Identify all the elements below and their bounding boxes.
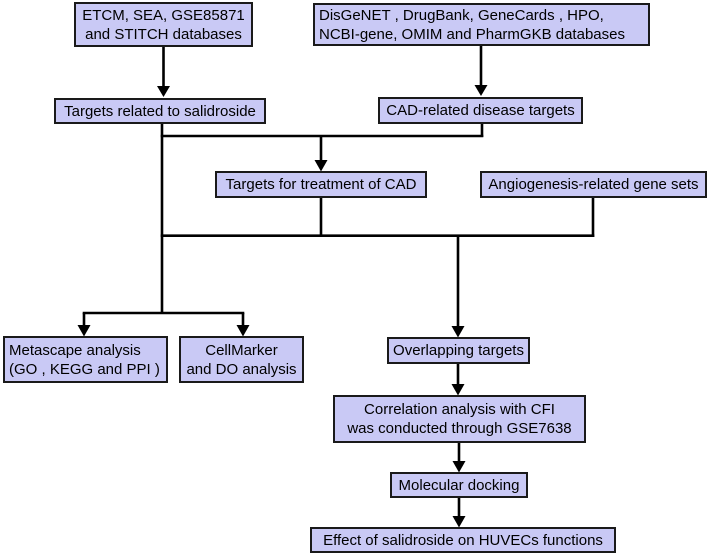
node-correlation-analysis-line2: was conducted through GSE7638 bbox=[347, 420, 572, 437]
node-salidroside-targets: Targets related to salidroside bbox=[54, 98, 266, 124]
node-effect-huvecs-label: Effect of salidroside on HUVECs function… bbox=[323, 531, 603, 549]
node-disease-databases-line2: NCBI-gene, OMIM and PharmGKB databases bbox=[319, 25, 625, 43]
node-compound-databases: ETCM, SEA, GSE85871 and STITCH databases bbox=[74, 2, 253, 47]
arrow-docking-to-effect bbox=[452, 497, 466, 528]
arrow-diseasedb-to-cadtargets bbox=[474, 44, 488, 96]
node-overlapping-targets: Overlapping targets bbox=[387, 337, 530, 364]
node-compound-databases-line1: ETCM, SEA, GSE85871 bbox=[82, 6, 245, 24]
node-angiogenesis-gene-sets-label: Angiogenesis-related gene sets bbox=[488, 176, 699, 193]
connector-collector-bus bbox=[160, 197, 595, 237]
node-disease-databases-line1: DisGeNET , DrugBank, GeneCards , HPO, bbox=[319, 6, 604, 24]
arrow-correlation-to-docking bbox=[452, 442, 466, 473]
node-metascape-analysis-line2: (GO , KEGG and PPI ) bbox=[9, 360, 160, 378]
node-effect-huvecs: Effect of salidroside on HUVECs function… bbox=[310, 527, 616, 553]
node-metascape-analysis: Metascape analysis (GO , KEGG and PPI ) bbox=[3, 336, 168, 383]
node-compound-databases-line2: and STITCH databases bbox=[85, 25, 242, 43]
node-salidroside-targets-label: Targets related to salidroside bbox=[64, 102, 256, 120]
node-disease-databases: DisGeNET , DrugBank, GeneCards , HPO, NC… bbox=[313, 3, 650, 46]
node-molecular-docking: Molecular docking bbox=[390, 472, 528, 498]
arrow-overlapping-to-correlation bbox=[451, 363, 465, 396]
arrow-compounddb-to-salidroside bbox=[157, 46, 170, 97]
node-overlapping-targets-label: Overlapping targets bbox=[393, 342, 524, 359]
arrow-bus-to-overlapping bbox=[451, 235, 465, 338]
node-correlation-analysis-line1: Correlation analysis with CFI bbox=[364, 401, 555, 418]
node-cellmarker-do-analysis: CellMarker and DO analysis bbox=[179, 336, 304, 383]
node-cellmarker-do-analysis-line1: CellMarker bbox=[205, 341, 278, 359]
node-molecular-docking-label: Molecular docking bbox=[398, 476, 520, 494]
node-angiogenesis-gene-sets: Angiogenesis-related gene sets bbox=[480, 171, 707, 198]
node-cad-disease-targets: CAD-related disease targets bbox=[378, 97, 583, 124]
node-metascape-analysis-line1: Metascape analysis bbox=[9, 341, 141, 359]
connector-merge-to-treatment bbox=[160, 123, 484, 314]
node-treatment-targets-label: Targets for treatment of CAD bbox=[225, 176, 417, 193]
node-treatment-targets: Targets for treatment of CAD bbox=[215, 171, 427, 198]
node-cellmarker-do-analysis-line2: and DO analysis bbox=[186, 360, 297, 378]
connector-split-to-analyses bbox=[77, 311, 250, 337]
node-cad-disease-targets-label: CAD-related disease targets bbox=[386, 102, 575, 119]
node-correlation-analysis: Correlation analysis with CFI was conduc… bbox=[333, 395, 586, 443]
